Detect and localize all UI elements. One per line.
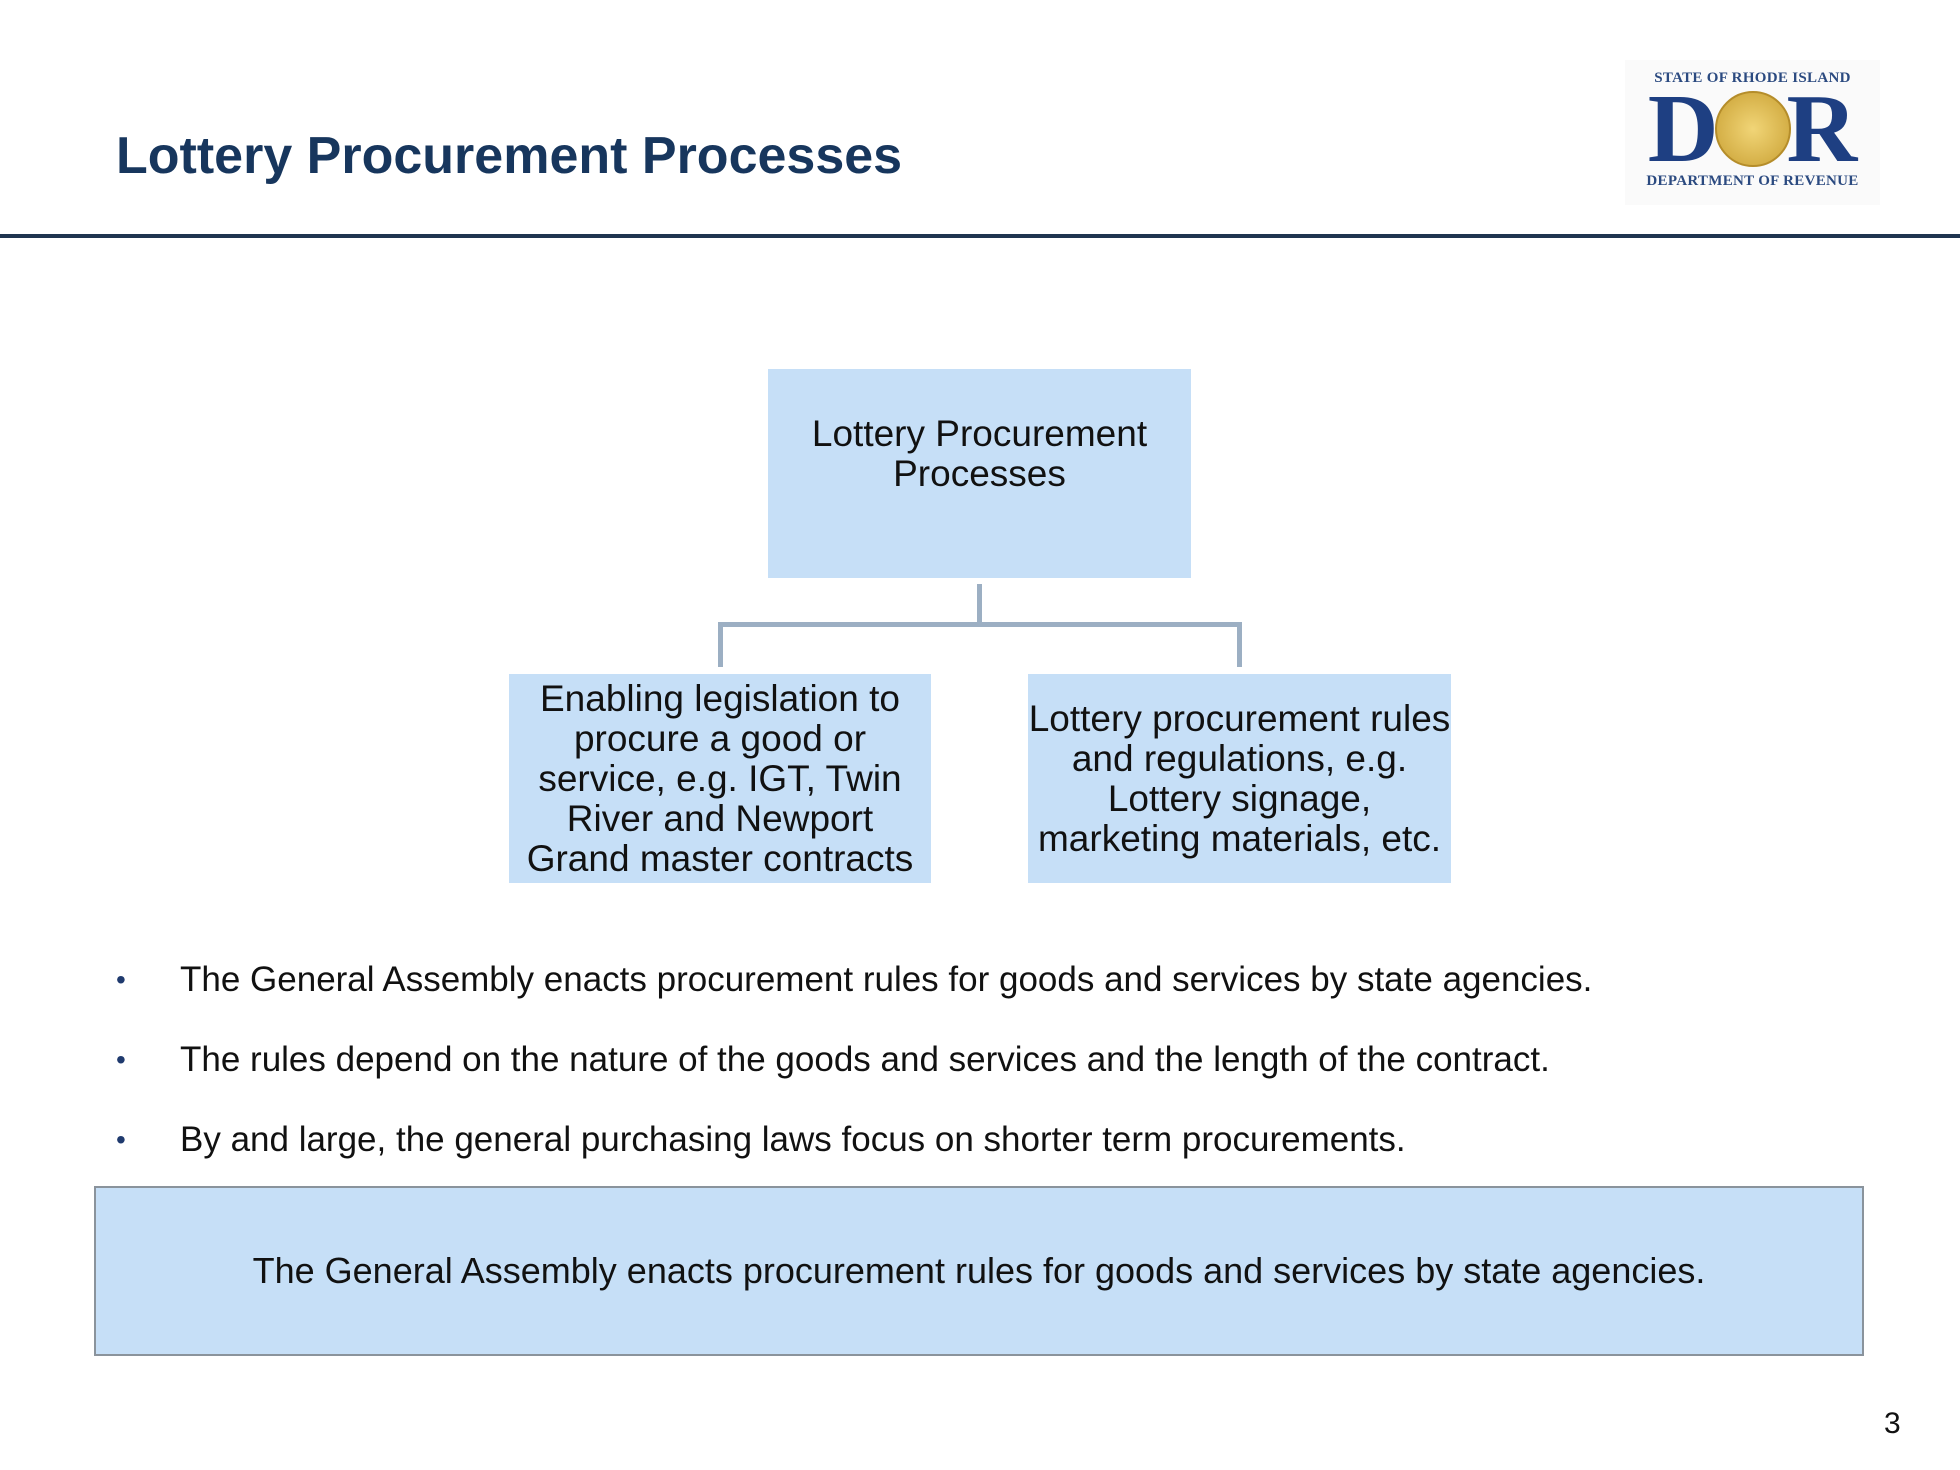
root-label: Lottery Procurement Processes — [811, 412, 1148, 494]
state-seal-icon — [1714, 91, 1791, 167]
connector-line — [718, 622, 723, 667]
logo-top-text: STATE OF RHODE ISLAND — [1654, 70, 1851, 86]
page-title: Lottery Procurement Processes — [116, 127, 903, 185]
bullet-icon: • — [116, 964, 126, 995]
bullet-list: • The General Assembly enacts procurement… — [116, 960, 1592, 1200]
child-label: Enabling legislation to procure a good o… — [526, 677, 914, 879]
bullet-item: • By and large, the general purchasing la… — [116, 1120, 1592, 1200]
bullet-text: The General Assembly enacts procurement … — [180, 960, 1593, 999]
logo-letter-d: D — [1647, 75, 1719, 183]
callout-text: The General Assembly enacts procurement … — [252, 1250, 1706, 1291]
logo-letter-r: R — [1786, 75, 1858, 183]
connector-line — [718, 622, 1242, 627]
child-label: Lottery procurement rules and regulation… — [1028, 697, 1451, 859]
bullet-item: • The rules depend on the nature of the g… — [116, 1040, 1592, 1120]
bullet-text: By and large, the general purchasing law… — [180, 1120, 1406, 1159]
diagram-root-box: Lottery Procurement Processes — [768, 369, 1191, 578]
bullet-item: • The General Assembly enacts procurement… — [116, 960, 1592, 1040]
connector-line — [977, 584, 982, 627]
callout-box: The General Assembly enacts procurement … — [94, 1186, 1864, 1356]
connector-line — [1237, 622, 1242, 667]
diagram-child-box: Enabling legislation to procure a good o… — [509, 674, 931, 883]
page-number: 3 — [1884, 1407, 1901, 1440]
logo-bottom-text: DEPARTMENT OF REVENUE — [1646, 173, 1859, 189]
bullet-icon: • — [116, 1124, 126, 1155]
bullet-icon: • — [116, 1044, 126, 1075]
bullet-text: The rules depend on the nature of the go… — [180, 1040, 1550, 1079]
header-divider — [0, 234, 1960, 238]
diagram-child-box: Lottery procurement rules and regulation… — [1028, 674, 1451, 883]
